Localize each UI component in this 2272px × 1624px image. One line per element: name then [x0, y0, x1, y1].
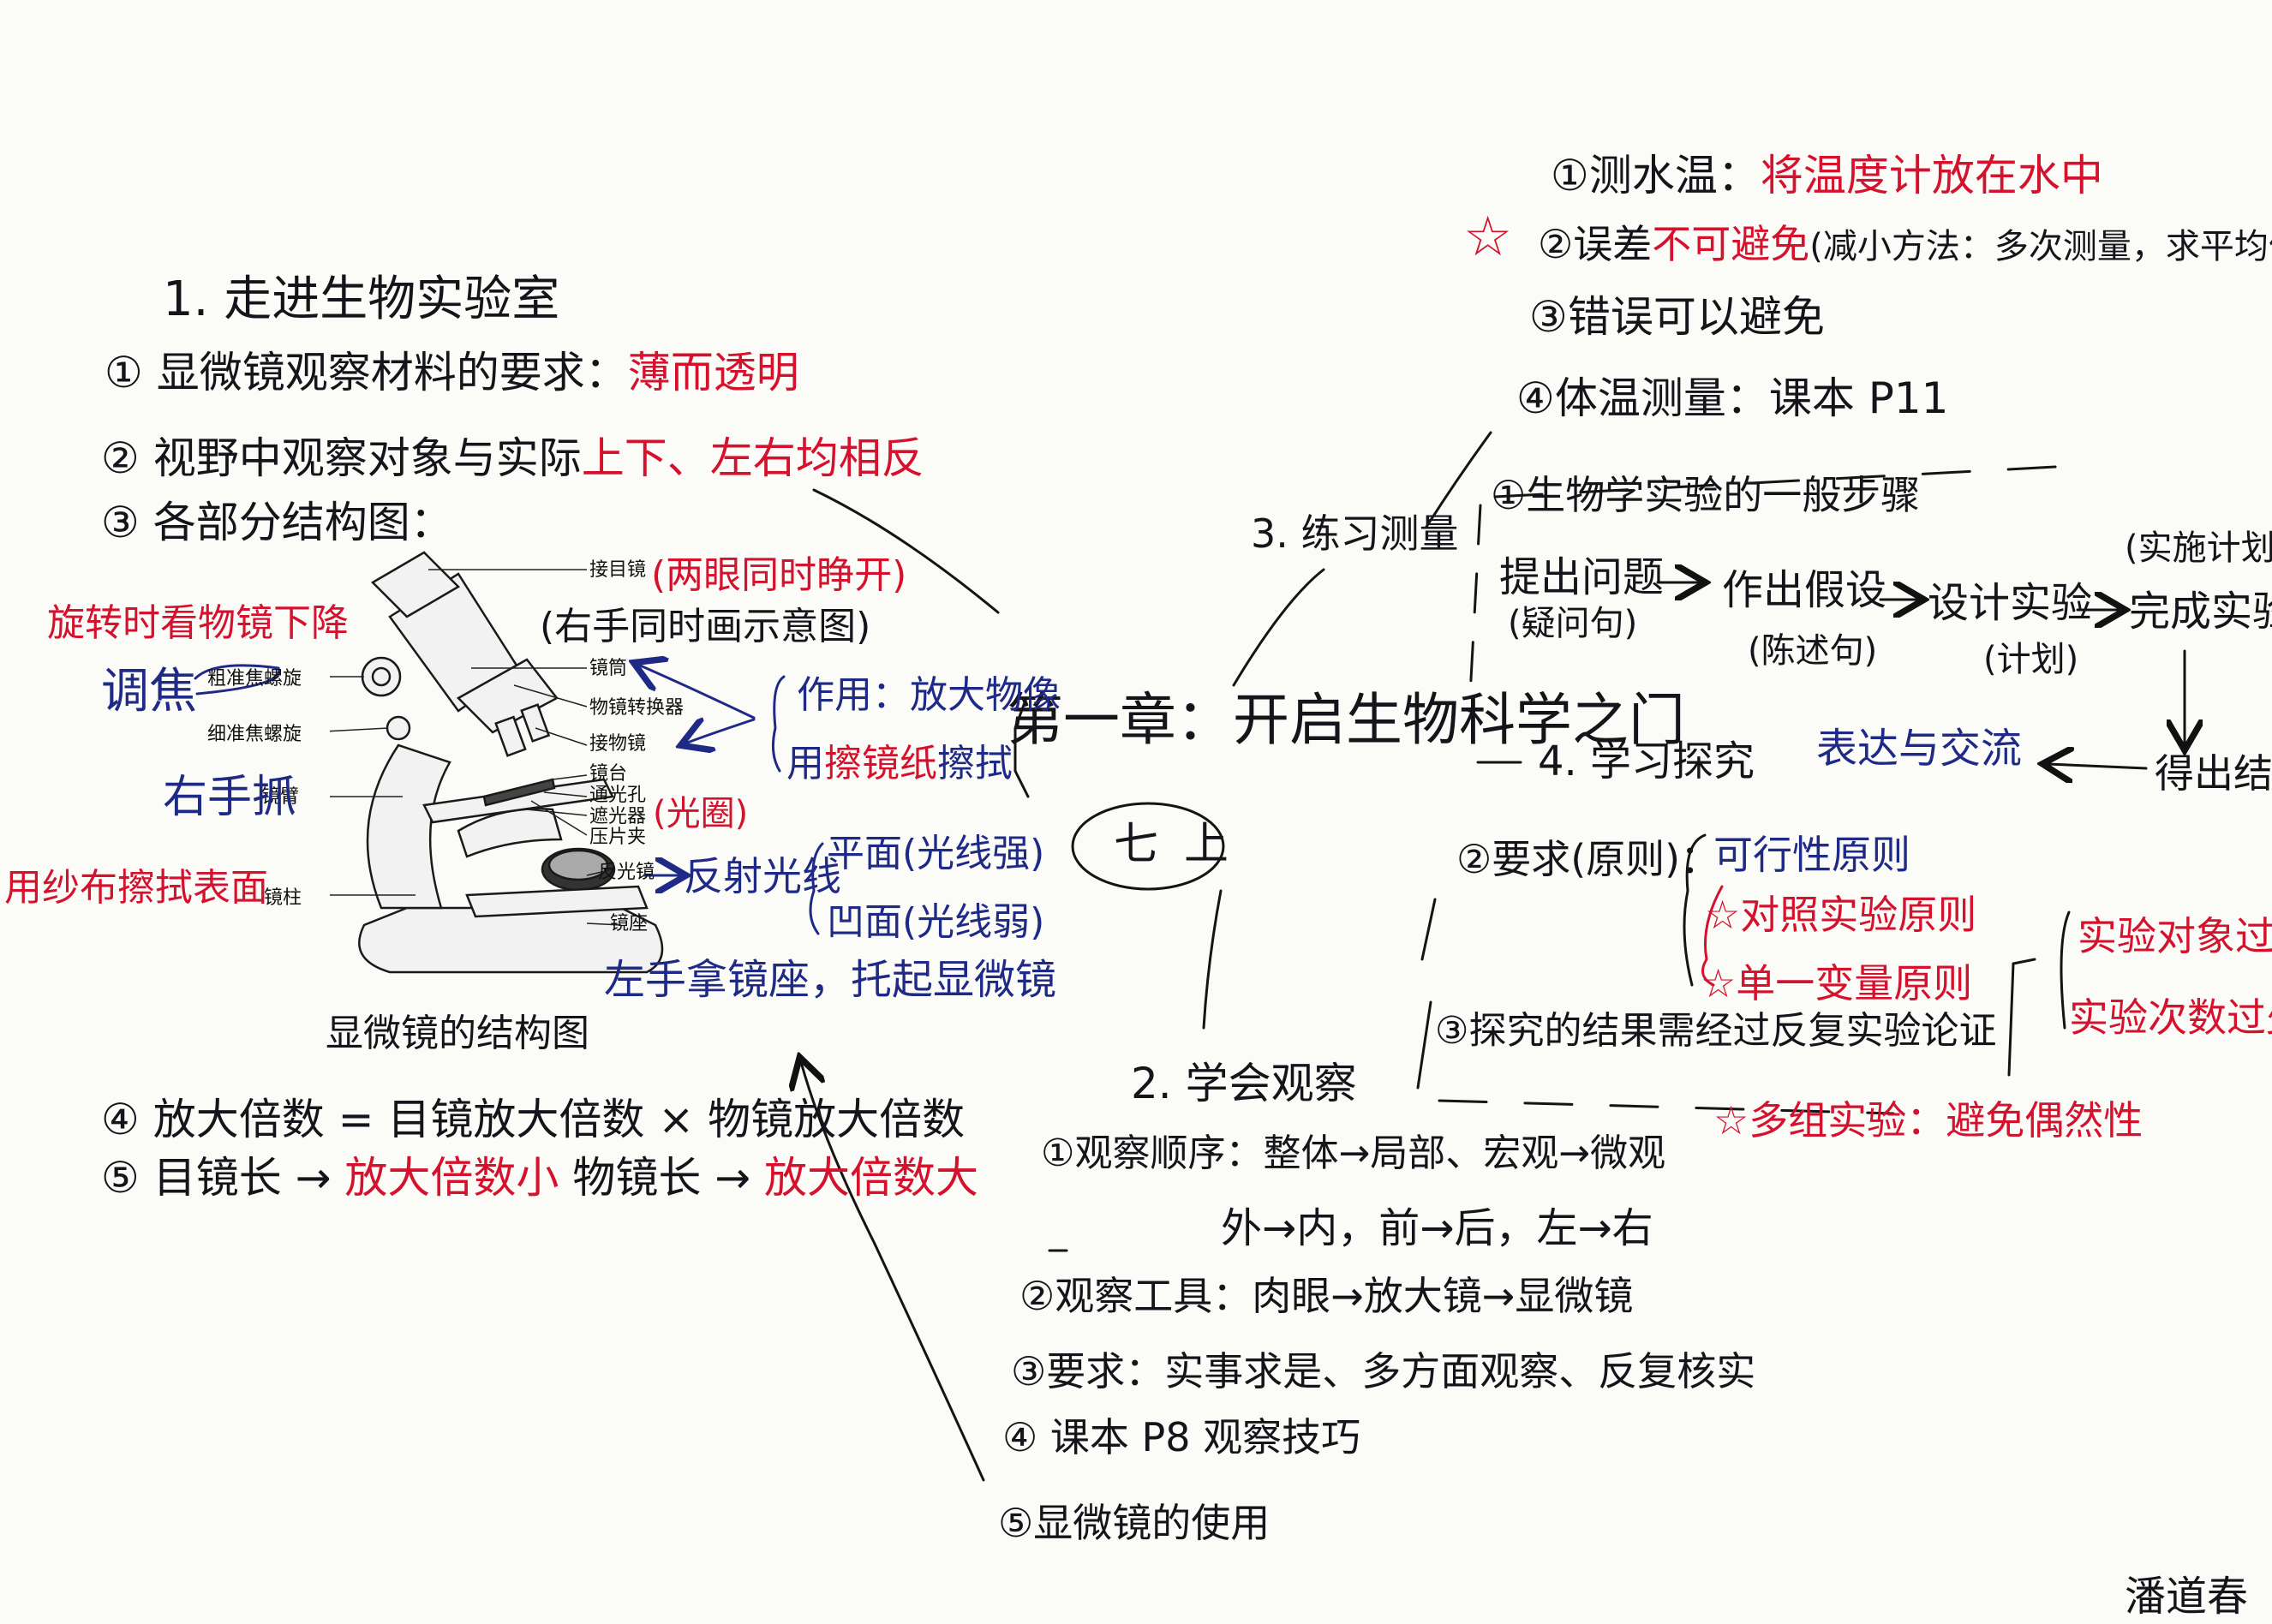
flat-mirror: 平面(光线强) [827, 832, 1045, 875]
star-icon: ☆ [1463, 206, 1513, 269]
branch2-item1b: 外→内，前→后，左→右 [1221, 1204, 1653, 1252]
step2: 作出假设 [1722, 566, 1887, 614]
line-to-branch3 [1232, 568, 1325, 687]
grade-label: 七上 [1114, 819, 1255, 870]
step6: 表达与交流 [1816, 725, 2023, 773]
branch2-item4: ④ 课本 P8 观察技巧 [1002, 1414, 1361, 1460]
label-mirror: 反光镜 [598, 862, 655, 883]
mirror-label: 反射光线 [684, 853, 841, 899]
center-title: 第一章：开启生物科学之门 [1007, 687, 1685, 753]
arrow-usage-to-diagram [801, 1062, 985, 1482]
branch1-item3: ③ 各部分结构图： [101, 498, 453, 547]
branch4-heading: 4. 学习探究 [1538, 737, 1755, 785]
principle3: ☆单一变量原则 [1701, 960, 1973, 1006]
label-tube: 镜筒 [589, 658, 628, 679]
lens-paper-note: 用擦镜纸擦拭 [786, 742, 1013, 785]
dashed-frame-top [1493, 465, 2058, 499]
label-coarse: 粗准焦螺旋 [207, 668, 302, 690]
branch3-item3: ③错误可以避免 [1529, 292, 1825, 342]
step1: 提出问题 [1499, 553, 1665, 601]
dashed-frame-left [1468, 504, 1482, 713]
step1-note: (疑问句) [1508, 604, 1638, 643]
branch1-item1: ① 显微镜观察材料的要求：薄而透明 [105, 348, 799, 397]
step3: 设计实验 [1928, 579, 2093, 627]
author-signature: 潘道春 [2125, 1573, 2249, 1621]
branch4-item3-note: ☆多组实验：避免偶然性 [1713, 1097, 2143, 1143]
step2-note: (陈述句) [1748, 631, 1878, 671]
branch2-item3: ③要求：实事求是、多方面观察、反复核实 [1011, 1348, 1756, 1394]
label-eyepiece: 接目镜 [589, 559, 647, 581]
line-to-branch1 [812, 488, 1000, 614]
step4: 完成实验 [2129, 588, 2272, 636]
label-nosepiece: 物镜转换器 [589, 697, 685, 719]
branch1-item4: ④ 放大倍数 = 目镜放大倍数 × 物镜放大倍数 [101, 1095, 966, 1144]
label-base: 镜座 [610, 913, 649, 934]
branch1-item5: ⑤ 目镜长 → 放大倍数小 物镜长 → 放大倍数大 [101, 1153, 979, 1203]
branch1-item2: ② 视野中观察对象与实际上下、左右均相反 [101, 433, 924, 483]
carry-note: 左手拿镜座，托起显微镜 [604, 956, 1057, 1004]
branch2-item5: ⑤显微镜的使用 [998, 1500, 1271, 1546]
branch3-item1: ①测水温：将温度计放在水中 [1551, 151, 2103, 200]
label-aperture: 通光孔 [589, 785, 647, 806]
label-fine: 细准焦螺旋 [207, 724, 302, 745]
microscope-diagram [330, 551, 664, 974]
principle1: 可行性原则 [1713, 832, 1910, 878]
side-note-2: 实验次数过少 [2069, 994, 2272, 1041]
label-pillar: 镜柱 [264, 887, 302, 909]
dashed-frame-bottom [1438, 1099, 1895, 1115]
branch3-item4: ④体温测量：课本 P11 [1516, 373, 1949, 423]
arm-label: 右手抓 [163, 772, 297, 823]
label-diaphragm: 遮光器 [589, 806, 647, 827]
grade-ellipse [1071, 802, 1225, 891]
step5: 得出结论 [2155, 750, 2272, 797]
label-stage: 镜台 [589, 763, 628, 785]
branch2-item2: ②观察工具：肉眼→放大镜→显微镜 [1019, 1273, 1634, 1319]
label-objective: 接物镜 [589, 733, 647, 755]
branch3-item2: ②误差不可避免(减小方法：多次测量，求平均值) [1538, 221, 2272, 267]
steps-title: ①生物学实验的一般步骤 [1491, 472, 1921, 518]
branch2-item1a: ①观察顺序：整体→局部、宏观→微观 [1041, 1131, 1666, 1175]
line-branch3-up [1425, 431, 1492, 528]
diagram-caption: 显微镜的结构图 [326, 1012, 589, 1055]
branch4-item3: ③探究的结果需经过反复实验论证 [1435, 1009, 1997, 1053]
branch3-heading: 3. 练习测量 [1251, 510, 1459, 557]
center-bracket [1013, 696, 1030, 798]
step4-note: (实施计划) [2125, 528, 2272, 568]
branch1-heading: 1. 走进生物实验室 [163, 272, 560, 327]
label-arm: 镜臂 [261, 786, 300, 808]
branch2-heading: 2. 学会观察 [1131, 1059, 1357, 1108]
function-note: 作用：放大物像 [797, 673, 1061, 717]
principle2: ☆对照实验原则 [1705, 892, 1977, 938]
step3-note: (计划) [1983, 640, 2079, 679]
req-bracket-left [1420, 898, 1437, 961]
side-note-1: 实验对象过少 [2078, 913, 2272, 959]
line-to-branch2 [1202, 889, 1223, 1030]
diaphragm-note: (光圈) [653, 794, 749, 833]
focus-label: 调焦 [101, 664, 197, 719]
ocular-note: (两眼同时睁开) [651, 553, 907, 597]
concave-mirror: 凹面(光线弱) [827, 900, 1045, 944]
rotate-note: 旋转时看物镜下降 [47, 601, 349, 645]
wipe-note: 用纱布擦拭表面 [4, 866, 268, 910]
req-title: ②要求(原则)： [1456, 836, 1720, 882]
label-clip: 压片夹 [589, 827, 647, 848]
right-hand-note: (右手同时画示意图) [540, 605, 871, 648]
req-bracket-left2 [1416, 1000, 1432, 1090]
